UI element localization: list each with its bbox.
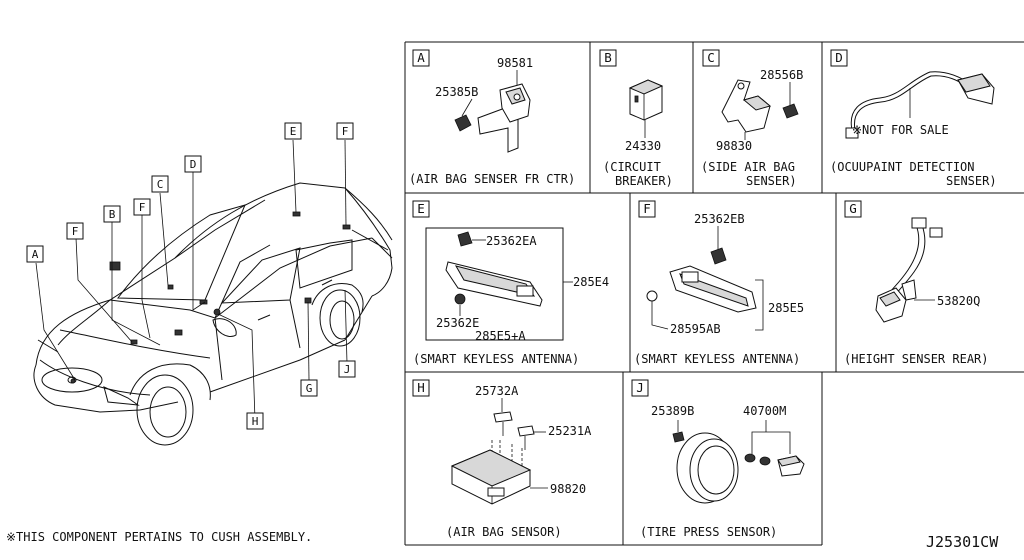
panel-d: D ※NOT FOR SALE [830, 49, 995, 139]
svg-text:25362EA: 25362EA [486, 234, 537, 248]
svg-text:25385B: 25385B [435, 85, 478, 99]
panel-h-caption: (AIR BAG SENSOR) [446, 525, 562, 539]
svg-text:B: B [604, 50, 612, 65]
panel-d-caption-line-2: SENSER) [946, 174, 997, 188]
svg-text:285E5+A: 285E5+A [475, 329, 526, 343]
car-illustration [33, 139, 393, 446]
panel-j: J 25389B 40700M [631, 379, 805, 504]
car-callout-j: J [338, 360, 356, 378]
car-callout-h: H [246, 412, 264, 430]
svg-text:H: H [417, 380, 425, 395]
panel-a-caption: (AIR BAG SENSER FR CTR) [409, 172, 575, 186]
car-callouts: A F B F C D E F H G J [26, 122, 356, 430]
car-callout-e: E [284, 122, 302, 140]
svg-text:J: J [636, 380, 644, 395]
car-callout-f-2: F [133, 198, 151, 216]
svg-text:F: F [342, 125, 349, 138]
svg-text:98581: 98581 [497, 56, 533, 70]
svg-text:F: F [72, 225, 79, 238]
svg-text:25362EB: 25362EB [694, 212, 745, 226]
svg-text:25362E: 25362E [436, 316, 479, 330]
svg-text:C: C [707, 50, 715, 65]
car-callout-f-3: F [336, 122, 354, 140]
svg-text:25389B: 25389B [651, 404, 694, 418]
svg-text:E: E [417, 201, 425, 216]
svg-text:98820: 98820 [550, 482, 586, 496]
car-callout-d: D [184, 155, 202, 173]
svg-text:E: E [290, 125, 297, 138]
panel-b-caption-line-1: (CIRCUIT [603, 160, 661, 174]
diagram-id: J25301CW [926, 533, 999, 551]
panel-grid [404, 41, 1024, 546]
svg-text:28556B: 28556B [760, 68, 803, 82]
panel-e: E 25362EA 285E4 25362E 285E5+A [412, 200, 609, 343]
svg-text:※NOT FOR SALE: ※NOT FOR SALE [852, 123, 949, 137]
svg-text:28595AB: 28595AB [670, 322, 721, 336]
car-callout-a: A [26, 245, 44, 263]
panel-c-caption-line-1: (SIDE AIR BAG [701, 160, 795, 174]
panel-d-caption-line-1: (OCUUPAINT DETECTION [830, 160, 975, 174]
svg-text:285E4: 285E4 [573, 275, 609, 289]
panel-c: C 28556B 98830 [702, 49, 803, 153]
panel-a: A 98581 25385B [412, 49, 533, 153]
panel-e-caption: (SMART KEYLESS ANTENNA) [413, 352, 579, 366]
svg-text:D: D [835, 50, 843, 65]
svg-text:53820Q: 53820Q [937, 294, 980, 308]
svg-text:H: H [252, 415, 259, 428]
svg-text:F: F [139, 201, 146, 214]
car-callout-g: G [300, 379, 318, 397]
svg-text:D: D [190, 158, 197, 171]
svg-text:A: A [32, 248, 39, 261]
svg-text:B: B [109, 208, 116, 221]
svg-text:24330: 24330 [625, 139, 661, 153]
panel-j-caption: (TIRE PRESS SENSOR) [640, 525, 777, 539]
panel-c-caption-line-2: SENSER) [746, 174, 797, 188]
svg-text:G: G [849, 201, 857, 216]
svg-text:25231A: 25231A [548, 424, 592, 438]
svg-text:A: A [417, 50, 425, 65]
panel-f-caption: (SMART KEYLESS ANTENNA) [634, 352, 800, 366]
panel-b: B 24330 [599, 49, 664, 153]
car-callout-f-1: F [66, 222, 84, 240]
svg-text:98830: 98830 [716, 139, 752, 153]
car-callout-b: B [103, 205, 121, 223]
panel-h: H 25732A 25231A 98820 [412, 379, 592, 505]
svg-text:G: G [306, 382, 313, 395]
car-callout-c: C [151, 175, 169, 193]
svg-text:25732A: 25732A [475, 384, 519, 398]
footnote: ※THIS COMPONENT PERTAINS TO CUSH ASSEMBL… [6, 530, 312, 544]
svg-text:285E5: 285E5 [768, 301, 804, 315]
svg-text:40700M: 40700M [743, 404, 786, 418]
panel-g: G 53820Q [844, 200, 980, 323]
svg-text:C: C [157, 178, 164, 191]
svg-text:F: F [643, 201, 651, 216]
svg-text:J: J [344, 363, 351, 376]
panel-f: F 25362EB 285E5 28595AB [638, 200, 804, 336]
panel-b-caption-line-2: BREAKER) [615, 174, 673, 188]
panel-g-caption: (HEIGHT SENSER REAR) [844, 352, 989, 366]
